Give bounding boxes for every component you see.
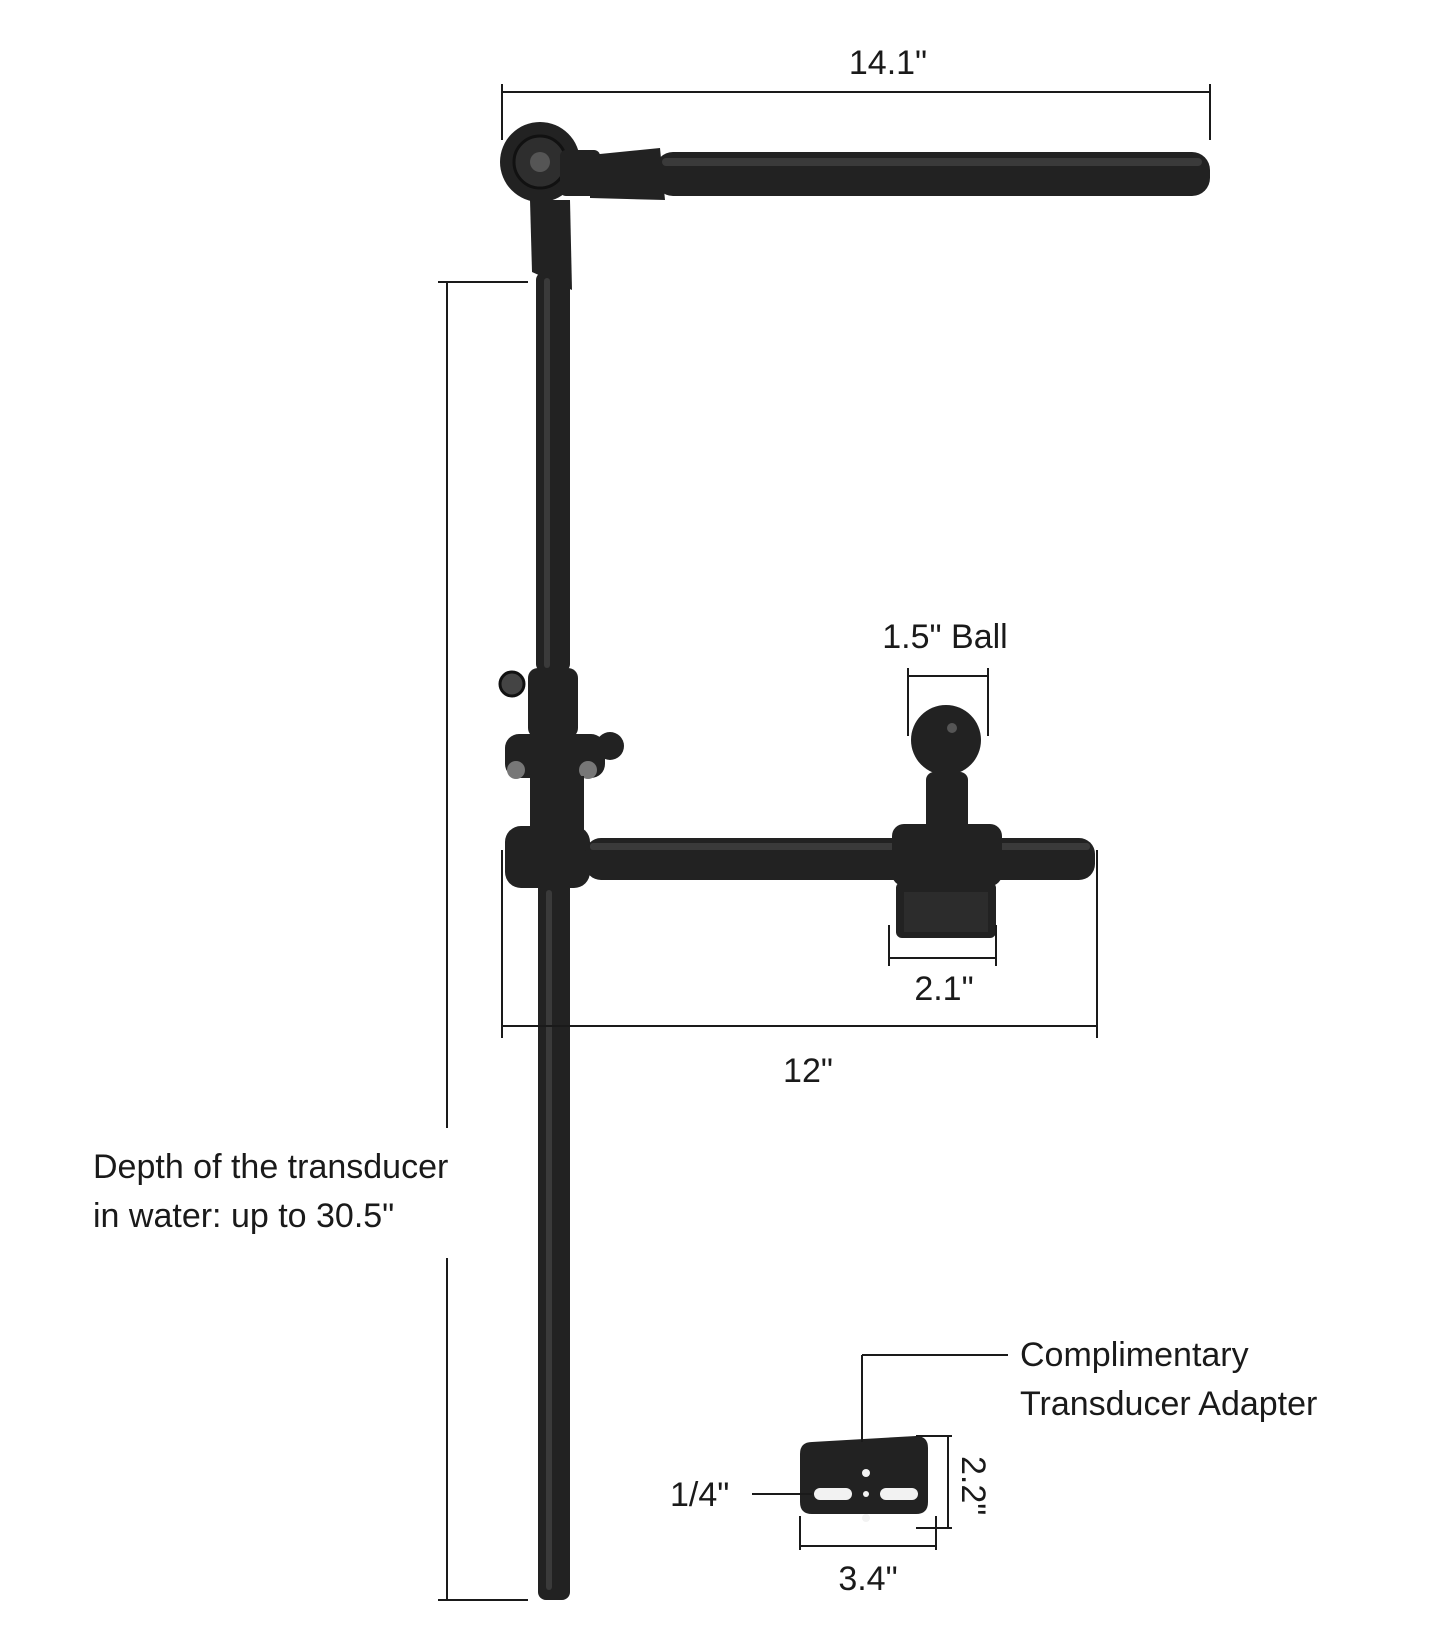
top-width-label: 14.1" [849,44,927,82]
vertical-pole [536,272,570,1600]
ball-label: 1.5" Ball [882,618,1007,656]
adapter-height-label: 2.2" [954,1456,992,1515]
top-arm [590,148,1210,200]
ball-dimension: 1.5" Ball [882,618,1008,736]
horizontal-arm [505,826,1095,888]
depth-label-line1: Depth of the transducer [93,1148,448,1186]
ball-mount [892,705,1002,938]
top-joint [500,122,600,290]
adapter-callout: Complimentary Transducer Adapter [861,1336,1317,1442]
slot-callout: 1/4" [670,1476,812,1514]
arm-length-dimension: 12" [501,850,1098,1090]
top-width-dimension: 14.1" [501,44,1211,140]
adapter-label-line1: Complimentary [1020,1336,1249,1374]
adapter-height-dimension: 2.2" [916,1435,992,1529]
depth-label-line2: in water: up to 30.5" [93,1197,394,1235]
arm-length-label: 12" [783,1052,833,1090]
base-label: 2.1" [914,970,973,1008]
slot-label: 1/4" [670,1476,729,1514]
adapter-width-label: 3.4" [838,1560,897,1598]
slot-left [814,1488,852,1500]
adapter-width-dimension: 3.4" [799,1516,937,1598]
depth-dimension: Depth of the transducer in water: up to … [93,281,528,1601]
adapter-label-line2: Transducer Adapter [1020,1385,1317,1423]
base-dimension: 2.1" [888,925,997,1008]
slot-right [880,1488,918,1500]
middle-clamp [498,668,624,830]
transducer-adapter-plate [800,1436,928,1522]
